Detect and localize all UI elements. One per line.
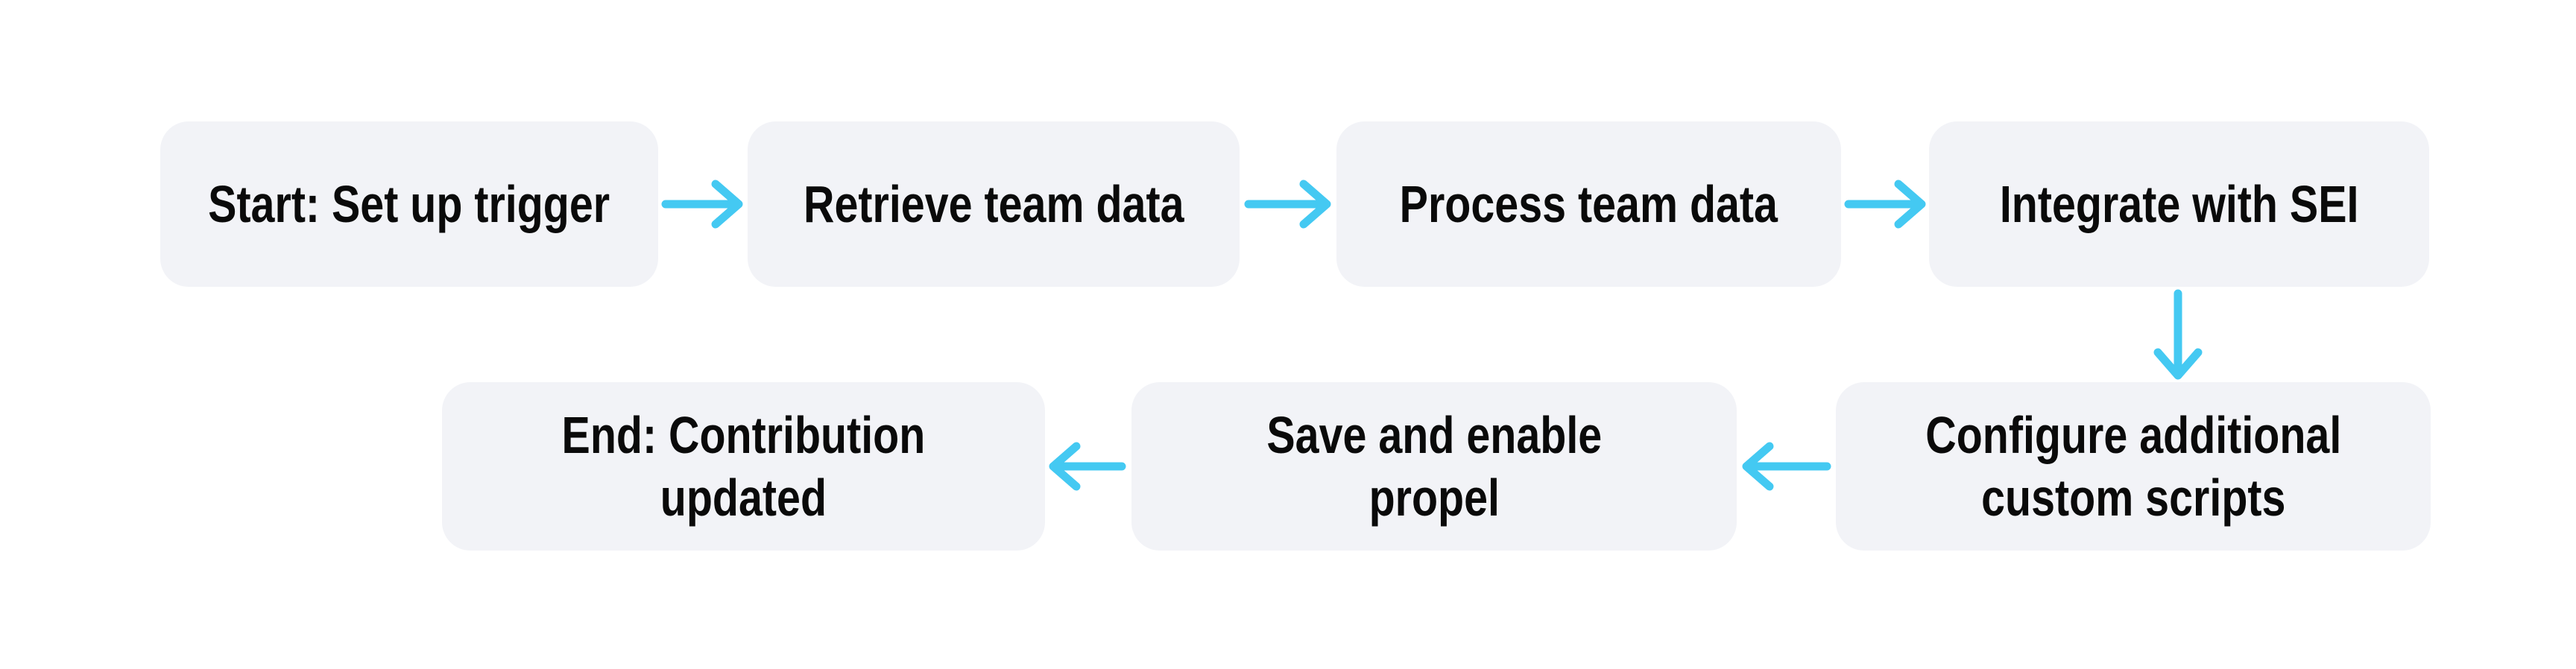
node-integrate-with-sei: Integrate with SEI: [1929, 121, 2429, 287]
node-integrate-with-sei-label: Integrate with SEI: [1999, 175, 2359, 233]
node-process-team-data-label: Process team data: [1399, 175, 1778, 233]
node-process-team-data: Process team data: [1336, 121, 1841, 287]
node-retrieve-team-data: Retrieve team data: [748, 121, 1240, 287]
arrow-save-to-end-icon: [1049, 442, 1126, 491]
arrow-configure-to-save-icon: [1742, 442, 1831, 491]
node-start: Start: Set up trigger: [160, 121, 658, 287]
arrow-retrieve-to-process-icon: [1244, 180, 1331, 229]
node-retrieve-team-data-label: Retrieve team data: [803, 175, 1184, 233]
arrow-process-to-integrate-icon: [1844, 180, 1926, 229]
node-configure-custom-scripts: Configure additional custom scripts: [1836, 382, 2431, 551]
arrow-integrate-to-configure-icon: [2153, 289, 2203, 380]
node-start-label: Start: Set up trigger: [208, 175, 610, 233]
node-end: End: Contribution updated: [442, 382, 1045, 551]
node-save-and-enable-propel-label: Save and enable propel: [1266, 406, 1602, 527]
node-save-and-enable-propel: Save and enable propel: [1131, 382, 1737, 551]
arrow-start-to-retrieve-icon: [661, 180, 743, 229]
node-configure-custom-scripts-label: Configure additional custom scripts: [1925, 406, 2342, 527]
node-end-label: End: Contribution updated: [561, 406, 926, 527]
